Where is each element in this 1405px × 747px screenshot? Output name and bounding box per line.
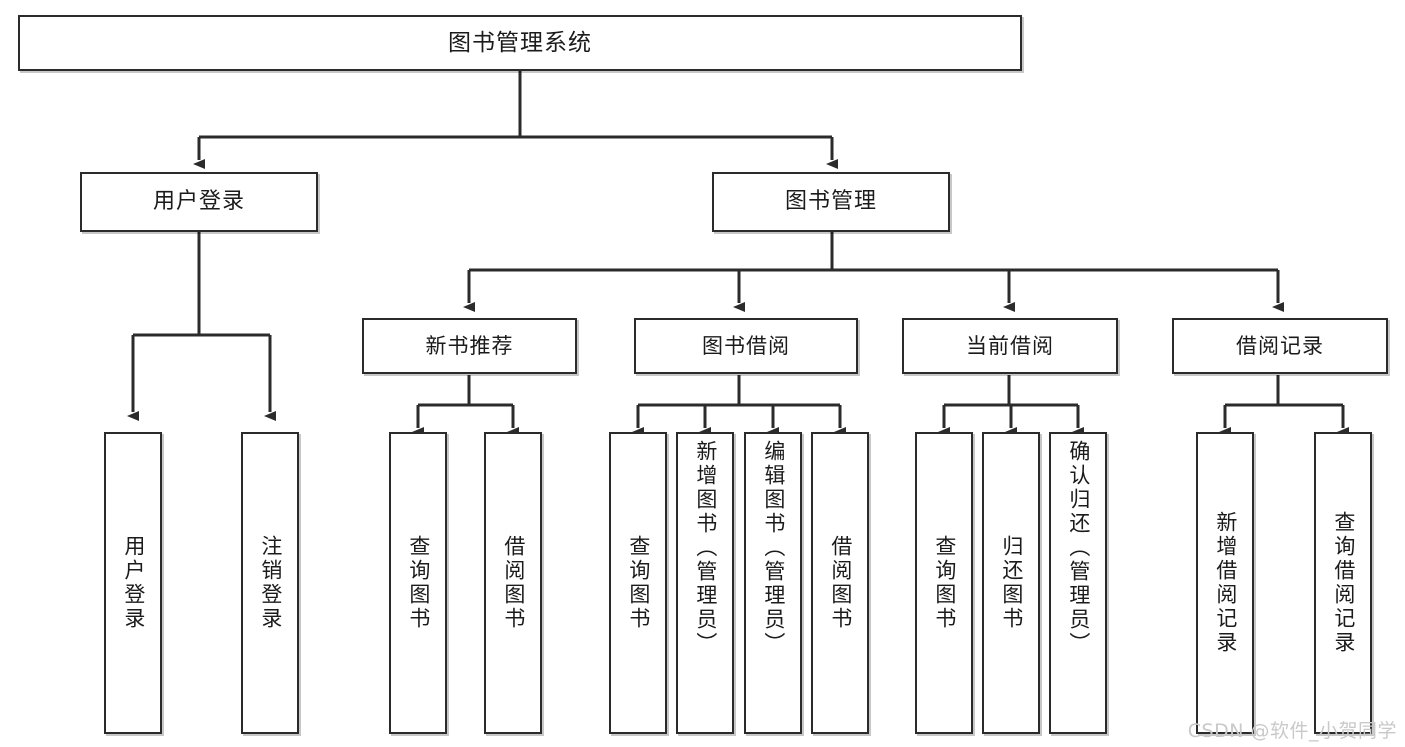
leaf-return-book[interactable]: 归还图书 xyxy=(982,432,1040,734)
node-root-book-management-system[interactable]: 图书管理系统 xyxy=(18,15,1022,71)
leaf-edit-book-admin[interactable]: 编辑图书（管理员） xyxy=(744,432,802,734)
leaf-label: 新增图书（管理员） xyxy=(693,440,718,656)
leaf-label: 用户登录 xyxy=(121,535,146,631)
node-current-borrow[interactable]: 当前借阅 xyxy=(902,318,1118,374)
leaf-query-book-borrow[interactable]: 查询图书 xyxy=(609,432,667,734)
node-label: 图书管理 xyxy=(784,189,877,215)
leaf-logout-login[interactable]: 注销登录 xyxy=(241,432,299,734)
leaf-borrow-book-newbook[interactable]: 借阅图书 xyxy=(484,432,542,734)
leaf-label: 归还图书 xyxy=(999,535,1024,631)
leaf-query-book-newbook[interactable]: 查询图书 xyxy=(389,432,447,734)
node-user-login[interactable]: 用户登录 xyxy=(80,172,318,232)
leaf-query-borrow-record[interactable]: 查询借阅记录 xyxy=(1314,432,1372,734)
node-label: 图书管理系统 xyxy=(448,29,592,56)
node-label: 当前借阅 xyxy=(966,333,1054,358)
node-label: 借阅记录 xyxy=(1236,333,1324,358)
leaf-borrow-book[interactable]: 借阅图书 xyxy=(811,432,869,734)
node-label: 图书借阅 xyxy=(702,333,790,358)
node-new-book-recommend[interactable]: 新书推荐 xyxy=(362,318,577,374)
leaf-label: 查询图书 xyxy=(626,535,651,631)
leaf-confirm-return-admin[interactable]: 确认归还（管理员） xyxy=(1049,432,1107,734)
node-book-borrow[interactable]: 图书借阅 xyxy=(634,318,858,374)
leaf-label: 编辑图书（管理员） xyxy=(761,440,786,656)
node-label: 用户登录 xyxy=(152,189,245,215)
leaf-query-book-current[interactable]: 查询图书 xyxy=(915,432,973,734)
leaf-label: 查询借阅记录 xyxy=(1331,511,1356,655)
leaf-label: 注销登录 xyxy=(258,535,283,631)
leaf-label: 借阅图书 xyxy=(501,535,526,631)
csdn-watermark: CSDN @软件_小贺同学 xyxy=(1187,720,1397,742)
leaf-label: 确认归还（管理员） xyxy=(1066,440,1091,656)
leaf-add-book-admin[interactable]: 新增图书（管理员） xyxy=(676,432,734,734)
leaf-label: 新增借阅记录 xyxy=(1213,511,1238,655)
node-borrow-record[interactable]: 借阅记录 xyxy=(1172,318,1388,374)
leaf-add-borrow-record[interactable]: 新增借阅记录 xyxy=(1196,432,1254,734)
leaf-label: 查询图书 xyxy=(406,535,431,631)
node-label: 新书推荐 xyxy=(425,333,514,358)
node-book-management[interactable]: 图书管理 xyxy=(712,172,950,232)
leaf-label: 借阅图书 xyxy=(828,535,853,631)
leaf-label: 查询图书 xyxy=(932,535,957,631)
leaf-user-login[interactable]: 用户登录 xyxy=(104,432,162,734)
